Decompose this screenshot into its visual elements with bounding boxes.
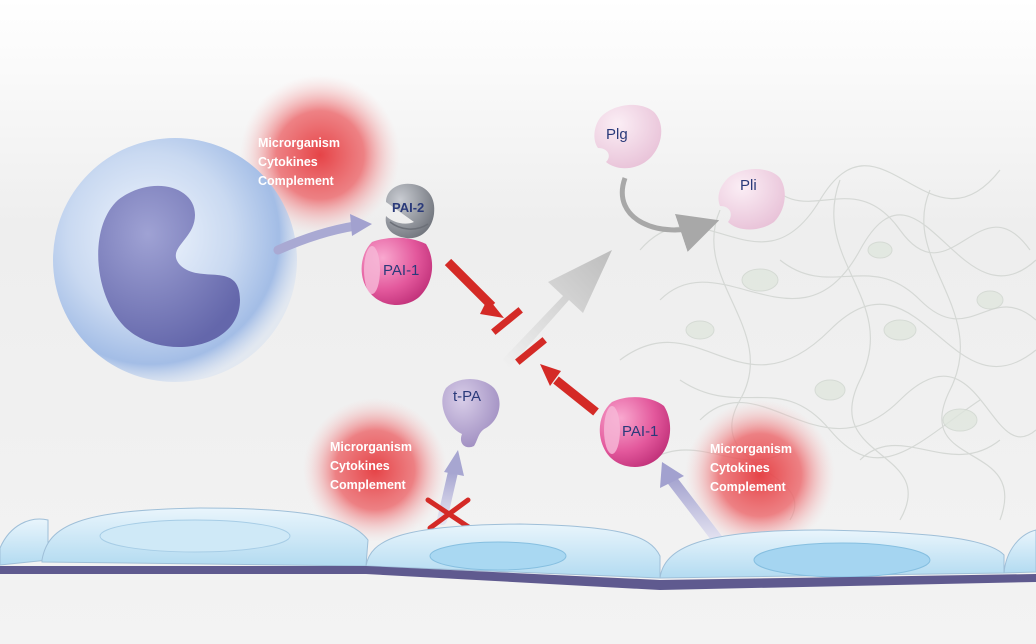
leukocyte-nucleus [98, 185, 240, 348]
tpa-label: t-PA [453, 388, 482, 405]
pai2-label: PAI-2 [392, 200, 425, 215]
stimulus-glow-right [685, 400, 835, 550]
endothelium [0, 507, 1036, 598]
stimulus-line: Cytokines [258, 155, 318, 169]
plg-to-pli-arrow [619, 177, 720, 252]
pli-molecule [718, 169, 785, 230]
fibrin-mesh [619, 165, 1036, 521]
stimulus-glow-left [303, 398, 447, 542]
stimulus-glow-top [240, 75, 400, 235]
inhibition-arrow-top [444, 258, 523, 335]
stimulus-label-top: Microrganism Cytokines Complement [258, 134, 340, 191]
stimulus-line: Complement [258, 174, 334, 188]
inhibition-arrow-right [515, 337, 599, 416]
pai1-top-label: PAI-1 [383, 262, 420, 279]
pai1-secretion-arrow [660, 462, 724, 546]
secretion-arrow-leukocyte [273, 214, 372, 255]
pli-label: Pli [740, 177, 757, 194]
plg-molecule [594, 104, 662, 169]
fibrin-cells [685, 241, 1004, 432]
pai1-right-molecule [599, 397, 671, 467]
pai2-molecule [385, 183, 435, 239]
pai1-top-molecule [361, 237, 433, 305]
stimulus-label-left: Microrganism Cytokines Complement [330, 438, 412, 495]
blocked-tpa-secretion [425, 450, 473, 531]
pai1-right-label: PAI-1 [622, 423, 659, 440]
stimulus-line: Microrganism [258, 136, 340, 150]
stimulus-line: Cytokines [330, 459, 390, 473]
stimulus-line: Complement [710, 480, 786, 494]
stimulus-line: Complement [330, 478, 406, 492]
activation-arrow [500, 250, 612, 370]
stimulus-label-right: Microrganism Cytokines Complement [710, 440, 792, 497]
stimulus-line: Microrganism [330, 440, 412, 454]
tpa-molecule [442, 379, 500, 448]
stimulus-line: Microrganism [710, 442, 792, 456]
plg-label: Plg [606, 126, 628, 143]
stimulus-line: Cytokines [710, 461, 770, 475]
basement-membrane [0, 566, 1036, 590]
